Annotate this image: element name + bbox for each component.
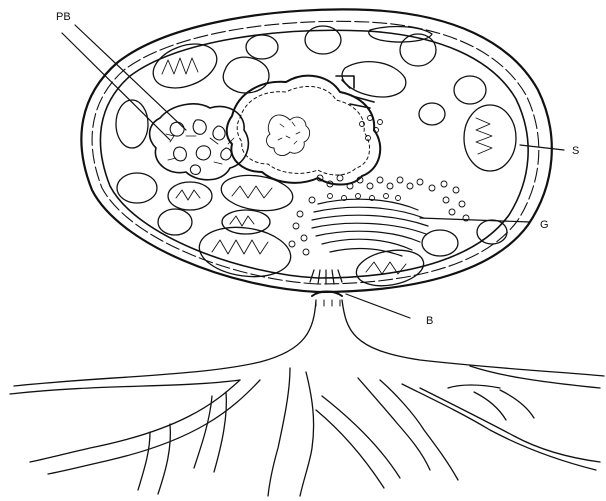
leader-line-pb bbox=[75, 25, 186, 130]
label-g: G bbox=[540, 219, 549, 231]
leader-line-g bbox=[420, 218, 530, 222]
nucleolus bbox=[267, 115, 310, 156]
cell-base bbox=[310, 270, 342, 306]
vacuoles bbox=[116, 26, 507, 256]
leader-line-s bbox=[520, 145, 564, 150]
leader-line-b bbox=[346, 294, 410, 318]
vesicles bbox=[289, 116, 469, 256]
phenolic-bodies bbox=[150, 104, 249, 180]
stalk-and-roots bbox=[10, 300, 604, 496]
label-pb: PB bbox=[56, 11, 71, 23]
label-b: B bbox=[426, 315, 433, 327]
label-s: S bbox=[572, 145, 579, 157]
cell-wall bbox=[81, 9, 551, 292]
golgi-apparatus bbox=[312, 199, 428, 256]
